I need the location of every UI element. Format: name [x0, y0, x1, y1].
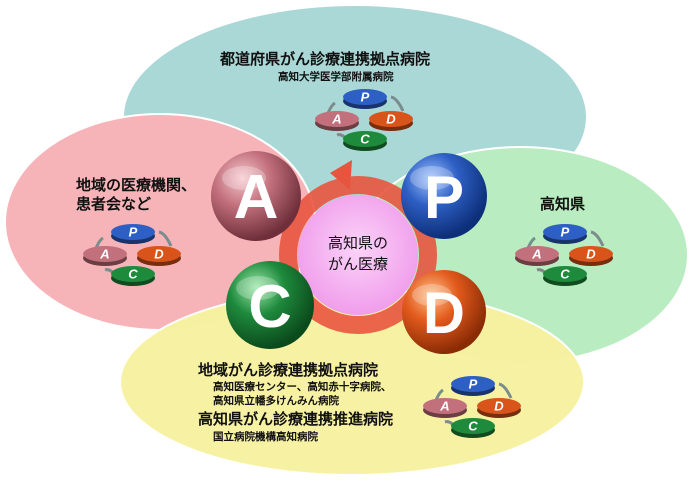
mini-disc-c-letter: C	[468, 419, 478, 434]
mini-disc-p-letter: P	[469, 377, 478, 392]
prefecture-hub-subtitle: 高知大学医学部附属病院	[278, 71, 394, 83]
regional-sub1a: 高知医療センター、高知赤十字病院、	[213, 381, 392, 393]
mini-cycle-arrow	[390, 95, 405, 112]
mini-disc-p-letter: P	[361, 90, 370, 105]
mini-disc-d	[137, 246, 181, 262]
mini-cycle-local: P A D C	[83, 224, 181, 286]
mini-disc-a-letter: A	[439, 399, 449, 414]
mini-cycle-arrow	[158, 230, 173, 247]
mini-disc-p	[451, 376, 495, 392]
center-disc	[298, 195, 418, 315]
mini-disc-c	[111, 266, 155, 282]
mini-disc-c	[451, 418, 495, 434]
mini-disc-d-letter: D	[586, 247, 596, 262]
mini-disc-c	[543, 266, 587, 282]
mini-disc-p	[111, 224, 155, 240]
center-ring-arrow	[330, 160, 352, 190]
mini-cycle-prefecture-hub: P A D C	[315, 89, 413, 151]
mini-disc-a-letter: A	[331, 112, 341, 127]
mini-disc-p-letter: P	[129, 225, 138, 240]
mini-disc-c-letter: C	[560, 267, 570, 282]
mini-disc-d	[477, 398, 521, 414]
mini-disc-c-letter: C	[128, 267, 138, 282]
mini-disc-a	[315, 111, 359, 127]
mini-disc-a	[83, 246, 127, 262]
kochi-pref-title: 高知県	[540, 195, 586, 213]
mini-disc-a-letter: A	[531, 247, 541, 262]
sphere-p	[401, 153, 487, 239]
sphere-c	[226, 261, 314, 349]
center-line1: 高知県の	[328, 234, 388, 252]
mini-disc-a-letter: A	[99, 247, 109, 262]
mini-disc-d-letter: D	[494, 399, 504, 414]
mini-disc-p	[343, 89, 387, 105]
sphere-d-letter: D	[423, 281, 465, 346]
mini-cycle-arrow	[590, 230, 605, 247]
mini-cycle-regional: P A D C	[423, 376, 521, 438]
mini-cycles-layer: P A D C P A D C P A D C P A D C	[83, 89, 613, 438]
mini-disc-p-letter: P	[561, 225, 570, 240]
center-ring	[279, 176, 437, 334]
mini-cycle-kochi-pref: P A D C	[515, 224, 613, 286]
mini-disc-d-letter: D	[154, 247, 164, 262]
mini-disc-p	[543, 224, 587, 240]
sphere-a-letter: A	[234, 163, 279, 232]
sphere-d	[402, 270, 486, 354]
mini-disc-c-letter: C	[360, 132, 370, 147]
sphere-c-letter: C	[248, 273, 291, 340]
sphere-a	[211, 151, 301, 241]
sphere-p-letter: P	[424, 164, 464, 231]
center-line2: がん医療	[328, 255, 388, 273]
regional-title1: 地域がん診療連携拠点病院	[198, 361, 379, 379]
mini-disc-a	[423, 398, 467, 414]
mini-disc-a	[515, 246, 559, 262]
mini-cycle-arrow	[498, 382, 513, 399]
mini-disc-d	[569, 246, 613, 262]
local-title-line2: 患者会など	[76, 195, 152, 213]
mini-disc-c	[343, 131, 387, 147]
regional-sub1b: 高知県立幡多けんみん病院	[213, 395, 339, 407]
mini-disc-d-letter: D	[386, 112, 396, 127]
regional-sub2: 国立病院機構高知病院	[213, 431, 318, 443]
local-title-line1: 地域の医療機関、	[76, 176, 197, 194]
mini-disc-d	[369, 111, 413, 127]
regional-title2: 高知県がん診療連携推進病院	[198, 410, 394, 428]
prefecture-hub-title: 都道府県がん診療連携拠点病院	[220, 50, 431, 68]
